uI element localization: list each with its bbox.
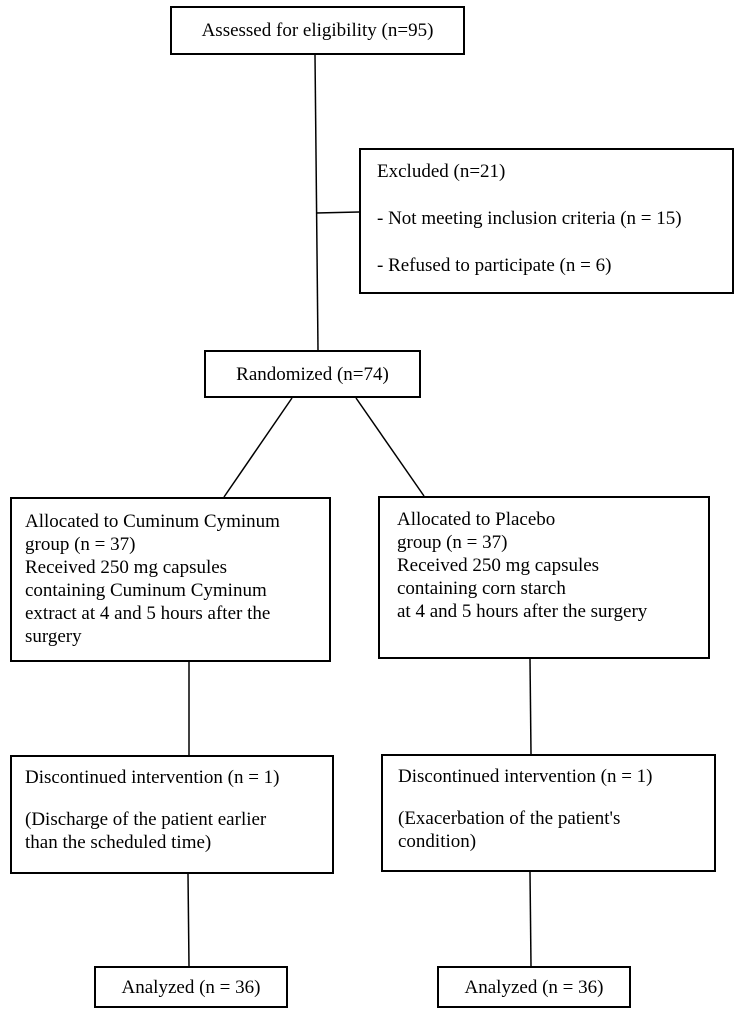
right-allocation-line: at 4 and 5 hours after the surgery [397, 601, 648, 622]
connector-right-disc-to-analyzed [529, 871, 532, 967]
connector-right-alloc-to-disc [529, 658, 532, 755]
left-discontinued-reason: (Discharge of the patient earlier [25, 809, 267, 830]
connector-to-excluded [315, 211, 360, 214]
randomized-box: Randomized (n=74) [204, 350, 421, 398]
right-discontinued-reason: (Exacerbation of the patient's [398, 808, 621, 829]
excluded-title: Excluded (n=21) [377, 161, 506, 182]
right-allocation-line: containing corn starch [397, 578, 566, 599]
left-discontinued-box: Discontinued intervention (n = 1) (Disch… [10, 755, 334, 874]
left-allocation-line: extract at 4 and 5 hours after the [25, 603, 271, 624]
left-discontinued-title: Discontinued intervention (n = 1) [25, 767, 280, 788]
right-allocation-line: Received 250 mg capsules [397, 555, 600, 576]
left-allocation-line: surgery [25, 626, 82, 647]
left-allocation-box: Allocated to Cuminum Cyminum group (n = … [10, 497, 331, 662]
excluded-item: - Refused to participate (n = 6) [377, 255, 612, 276]
left-discontinued-reason: than the scheduled time) [25, 832, 212, 853]
left-analyzed-text: Analyzed (n = 36) [121, 977, 261, 998]
connector-randomized-to-right [355, 397, 425, 497]
connector-left-disc-to-analyzed [187, 873, 190, 967]
assessed-box: Assessed for eligibility (n=95) [170, 6, 465, 55]
right-allocation-box: Allocated to Placebo group (n = 37) Rece… [378, 496, 710, 659]
left-allocation-line: Received 250 mg capsules [25, 557, 228, 578]
right-analyzed-text: Analyzed (n = 36) [464, 977, 604, 998]
left-analyzed-box: Analyzed (n = 36) [94, 966, 288, 1008]
connector-randomized-to-left [223, 397, 293, 498]
excluded-item: - Not meeting inclusion criteria (n = 15… [377, 208, 682, 229]
assessed-text: Assessed for eligibility (n=95) [201, 20, 434, 41]
right-allocation-line: group (n = 37) [397, 532, 508, 553]
randomized-text: Randomized (n=74) [236, 364, 389, 385]
connector-assessed-to-randomized [314, 54, 319, 351]
right-discontinued-box: Discontinued intervention (n = 1) (Exace… [381, 754, 716, 872]
right-allocation-line: Allocated to Placebo [397, 509, 556, 530]
excluded-box: Excluded (n=21) - Not meeting inclusion … [359, 148, 734, 294]
right-analyzed-box: Analyzed (n = 36) [437, 966, 631, 1008]
left-allocation-line: Allocated to Cuminum Cyminum [25, 511, 280, 532]
right-discontinued-reason: condition) [398, 831, 477, 852]
left-allocation-line: group (n = 37) [25, 534, 136, 555]
left-allocation-line: containing Cuminum Cyminum [25, 580, 267, 601]
right-discontinued-title: Discontinued intervention (n = 1) [398, 766, 653, 787]
